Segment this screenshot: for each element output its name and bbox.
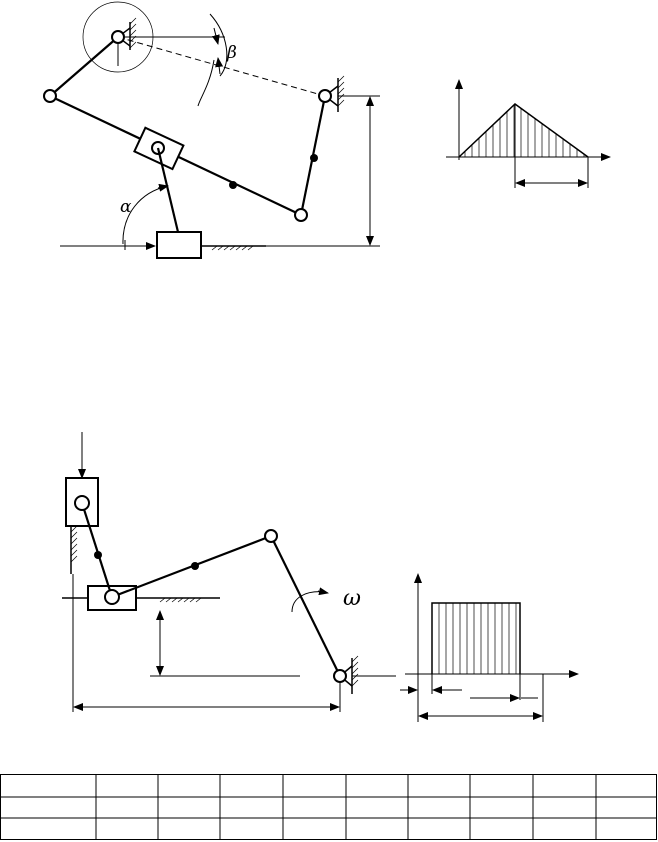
- triangular-load-diagram: [446, 79, 611, 188]
- link-crank: [270, 535, 341, 677]
- joint-a: [43, 89, 57, 103]
- beta-arc: [197, 13, 228, 107]
- vertical-guide-hatch: [70, 525, 78, 563]
- triangle-hatch: [464, 104, 585, 157]
- link-vertical-to-horizontal: [80, 502, 114, 598]
- mass-center-coupler: [229, 181, 237, 189]
- mass-center-link2: [191, 562, 199, 570]
- dashed-line-o1-o2: [117, 36, 326, 97]
- joint-c: [264, 529, 278, 543]
- joint-b: [294, 208, 308, 222]
- joint-o: [333, 669, 347, 683]
- beta-label: β: [226, 43, 237, 63]
- omega-label: ω: [343, 586, 361, 611]
- mass-center-link1: [94, 551, 102, 559]
- joint-o1: [111, 30, 125, 44]
- crank-link: [49, 36, 119, 97]
- ground-slider-block: [156, 231, 202, 259]
- joint-horizontal-slider: [104, 589, 120, 605]
- omega-arc: [291, 591, 327, 613]
- top-linkage-mechanism: β α: [43, 1, 380, 259]
- rectangular-load-diagram: [400, 573, 579, 722]
- horizontal-guide-hatch: [159, 597, 202, 603]
- alpha-label: α: [120, 197, 132, 217]
- mass-center-rocker: [310, 154, 318, 162]
- joint-vertical-slider: [74, 495, 90, 511]
- rectangle-hatch: [438, 603, 517, 674]
- joint-o2: [318, 89, 332, 103]
- data-table: [0, 774, 657, 840]
- ground-hatch-bottom: [211, 245, 254, 251]
- bottom-linkage-mechanism: ω: [62, 432, 396, 712]
